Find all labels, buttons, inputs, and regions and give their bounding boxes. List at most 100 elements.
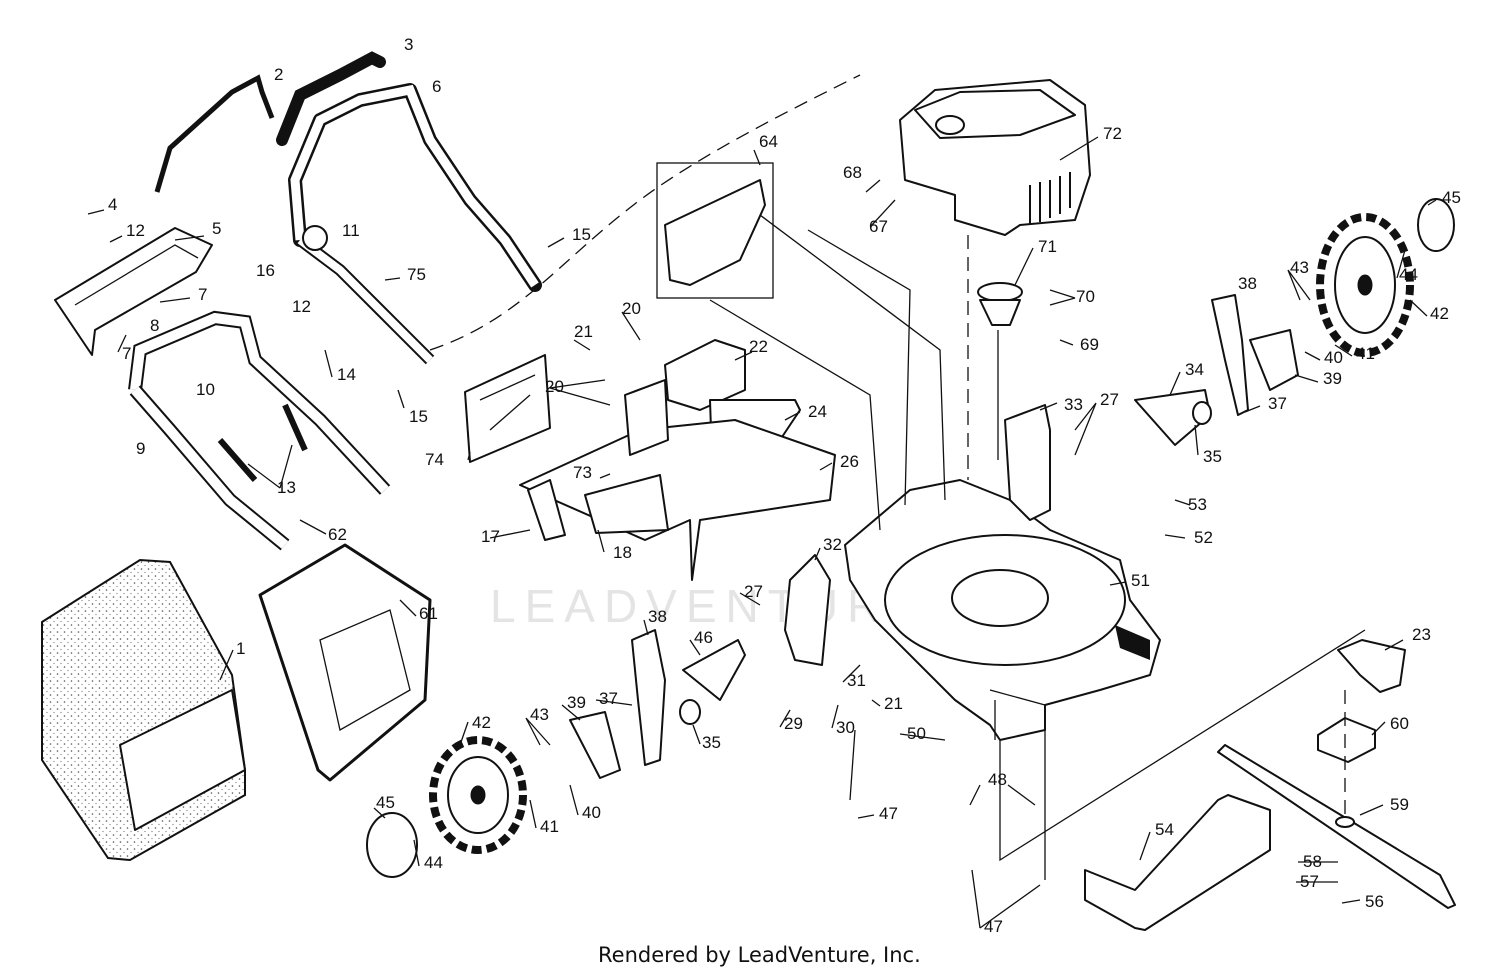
part-2-bail: [154, 74, 275, 193]
part-59-blade: [1217, 744, 1456, 909]
part-17-bracket: [527, 479, 566, 541]
part-39-bracket-right: [1249, 329, 1299, 391]
part-54-stiffener: [1084, 794, 1271, 931]
callout-59: 59: [1390, 795, 1409, 814]
callout-42a: 42: [1430, 304, 1449, 323]
callout-9: 9: [136, 439, 145, 458]
part-42-wheel-left: [429, 736, 527, 854]
part-18-bracket: [584, 474, 669, 534]
part-72-oil-cap: [935, 115, 965, 135]
callout-53: 53: [1188, 495, 1207, 514]
callout-3: 3: [404, 35, 413, 54]
callout-45b: 45: [376, 793, 395, 812]
assembly-lines: [709, 214, 1366, 880]
callout-52: 52: [1194, 528, 1213, 547]
callout-35a: 35: [1203, 447, 1222, 466]
callout-61: 61: [419, 604, 438, 623]
part-51-deck-rim: [989, 689, 1046, 740]
callout-40b: 40: [582, 803, 601, 822]
part-13-clip-a: [217, 438, 258, 482]
callout-38b: 38: [648, 607, 667, 626]
part-9-lower-handle: [128, 310, 391, 495]
callout-15a: 15: [572, 225, 591, 244]
callout-51: 51: [1131, 571, 1150, 590]
callout-2: 2: [274, 65, 283, 84]
part-11-knob: [302, 225, 328, 251]
callout-5: 5: [212, 219, 221, 238]
callout-7a: 7: [198, 285, 207, 304]
callout-47b: 47: [984, 917, 1003, 936]
callout-38a: 38: [1238, 274, 1257, 293]
footer-credit: Rendered by LeadVenture, Inc.: [598, 943, 921, 967]
callout-37b: 37: [599, 689, 618, 708]
part-46-height-plate: [682, 639, 746, 701]
part-39-bracket-left: [569, 711, 621, 779]
callout-74: 74: [425, 450, 444, 469]
part-64-bracket: [664, 179, 766, 286]
callout-32: 32: [823, 535, 842, 554]
callout-67: 67: [869, 217, 888, 236]
callout-24: 24: [808, 402, 827, 421]
callout-46: 46: [694, 628, 713, 647]
leader-lines: [87, 136, 1437, 929]
callout-14: 14: [337, 365, 356, 384]
part-45-cap-right: [1417, 198, 1455, 252]
part-35-spacer-right: [1192, 401, 1212, 425]
callout-54: 54: [1155, 820, 1174, 839]
callout-47a: 47: [879, 804, 898, 823]
callout-69: 69: [1080, 335, 1099, 354]
callout-71: 71: [1038, 237, 1057, 256]
part-71-pulley-body: [979, 299, 1021, 326]
part-38-lever-right: [1211, 294, 1249, 416]
callout-22: 22: [749, 337, 768, 356]
callout-41a: 41: [1356, 344, 1375, 363]
callout-12b: 12: [292, 297, 311, 316]
callout-73: 73: [573, 463, 592, 482]
callout-42b: 42: [472, 713, 491, 732]
part-5-deflector-inner: [74, 244, 199, 306]
callout-43a: 43: [1290, 258, 1309, 277]
part-32-bracket: [784, 554, 831, 666]
callout-21a: 21: [574, 322, 593, 341]
part-61-bag-frame: [258, 543, 432, 782]
part-74-plate: [464, 354, 551, 463]
watermark: LEADVENTURE: [490, 580, 929, 632]
part-3-grip: [276, 51, 386, 146]
callout-62: 62: [328, 525, 347, 544]
callout-44a: 44: [1399, 265, 1418, 284]
callout-26: 26: [840, 452, 859, 471]
callout-56: 56: [1365, 892, 1384, 911]
callout-64: 64: [759, 132, 778, 151]
callout-45a: 45: [1442, 188, 1461, 207]
callout-44b: 44: [424, 853, 443, 872]
callout-6: 6: [432, 77, 441, 96]
part-71-pulley: [977, 282, 1023, 302]
callout-72: 72: [1103, 124, 1122, 143]
callout-48: 48: [988, 770, 1007, 789]
callout-16: 16: [256, 261, 275, 280]
callout-27a: 27: [1100, 390, 1119, 409]
callout-75: 75: [407, 265, 426, 284]
callout-50: 50: [907, 724, 926, 743]
part-38-lever-left: [631, 629, 666, 766]
part-42-wheel-right: [1316, 213, 1414, 357]
callout-1: 1: [236, 639, 245, 658]
part-6-lower-leg-inner: [297, 236, 433, 363]
part-26-rear-flap: [519, 419, 836, 581]
callout-20a: 20: [622, 299, 641, 318]
callout-23: 23: [1412, 625, 1431, 644]
part-35-spacer-left: [679, 699, 701, 725]
part-61-bag-frame-inner: [319, 609, 411, 732]
callout-34: 34: [1185, 360, 1204, 379]
part-51-deck-opening: [951, 569, 1049, 627]
callout-43b: 43: [530, 705, 549, 724]
part-5-deflector: [54, 227, 213, 356]
part-9-lower-leg-inner: [131, 386, 289, 549]
part-1-bag-opening: [119, 689, 246, 831]
part-20-bracket: [624, 379, 669, 456]
callout-39b: 39: [567, 693, 586, 712]
callout-12a: 12: [126, 221, 145, 240]
callout-27b: 27: [744, 582, 763, 601]
callout-41b: 41: [540, 817, 559, 836]
